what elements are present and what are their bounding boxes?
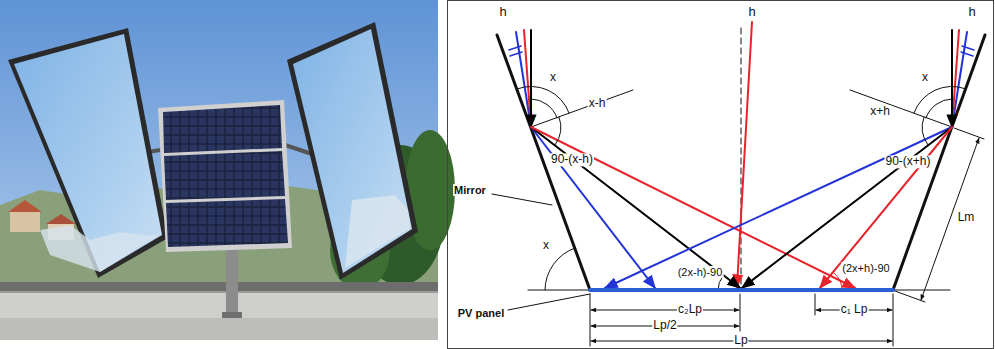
photo — [0, 0, 455, 340]
angle-label: x — [542, 239, 550, 252]
angle-label: x — [549, 71, 557, 84]
geometry-diagram — [448, 1, 994, 349]
angle-symbol: h — [498, 5, 507, 19]
angle-label: 90-(x-h) — [550, 153, 594, 166]
angle-label: (2x+h)-90 — [841, 262, 890, 274]
angle-symbol: h — [747, 5, 756, 19]
part-label: Mirror — [453, 184, 487, 196]
part-label: PV panel — [457, 307, 505, 319]
angle-label: x — [921, 71, 929, 84]
angle-symbol: h — [967, 5, 976, 19]
dimension-label: Lp — [733, 334, 748, 347]
dimension-label: Lm — [957, 211, 976, 224]
dimension-label: c₁ Lp — [840, 303, 869, 316]
pv-panel — [590, 288, 893, 292]
angle-label: (2x-h)-90 — [677, 266, 724, 278]
angle-label: 90-(x+h) — [884, 155, 931, 168]
dimension-label: c₂Lp — [677, 303, 703, 316]
angle-label: x-h — [588, 97, 607, 110]
angle-label: x+h — [869, 105, 891, 118]
dimension-label: Lp/2 — [652, 319, 677, 332]
